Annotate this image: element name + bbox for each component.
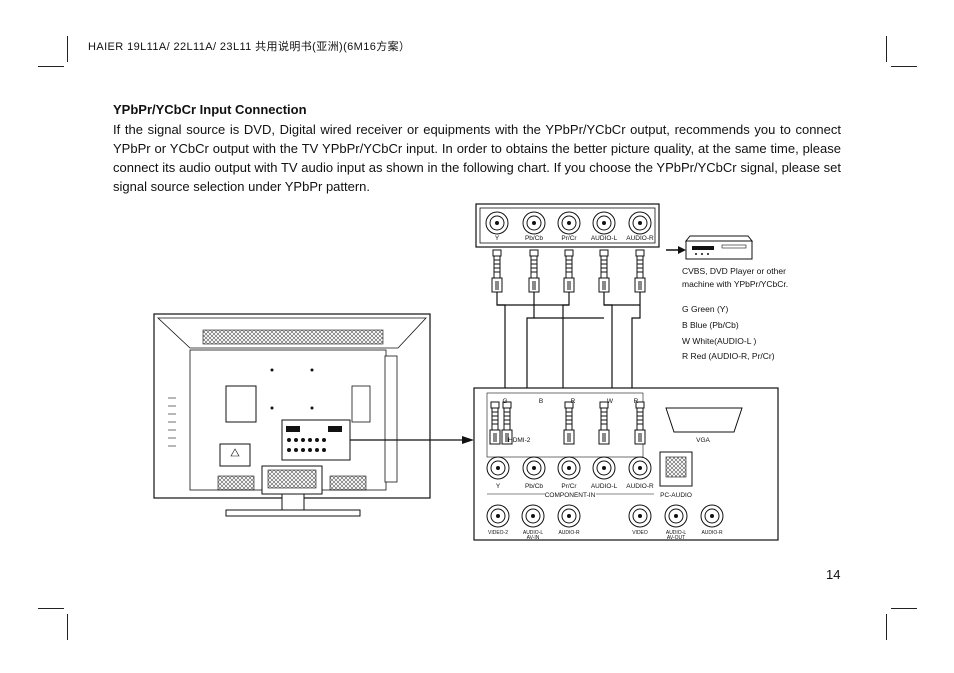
section-title: YPbPr/YCbCr Input Connection	[113, 102, 307, 117]
tv-av-out-l-jack	[664, 504, 688, 528]
component-group-label: COMPONENT-IN	[545, 492, 596, 499]
av-in-sub-label: AV-IN	[527, 535, 540, 541]
plug-icon	[634, 249, 646, 293]
dvd-caption: machine with YPbPr/YCbCr.	[682, 279, 788, 289]
legend-item: R Red (AUDIO-R, Pr/Cr)	[682, 351, 775, 361]
tv-pb-jack	[522, 456, 546, 480]
crop-mark	[886, 614, 887, 640]
dvd-player-icon	[666, 235, 754, 260]
legend-item: W White(AUDIO-L )	[682, 336, 756, 346]
plug-icon	[598, 249, 610, 293]
source-label: AUDIO-L	[591, 235, 618, 242]
section-body: If the signal source is DVD, Digital wir…	[113, 120, 841, 196]
av-in-label: AUDIO-L	[523, 530, 544, 536]
component-label: AUDIO-R	[626, 483, 654, 490]
component-label: Pr/Cr	[561, 483, 577, 490]
av-out-sub-label: AV-OUT	[667, 535, 685, 541]
source-audio-r-jack	[628, 211, 652, 235]
page-number: 14	[826, 567, 841, 582]
source-audio-l-jack	[592, 211, 616, 235]
source-label: Y	[495, 235, 500, 242]
plug-icon	[489, 401, 501, 445]
source-y-jack	[485, 211, 509, 235]
plug-mark: R	[571, 398, 576, 405]
av-out-label: AUDIO-R	[701, 530, 723, 536]
source-pr-jack	[557, 211, 581, 235]
source-label: Pb/Cb	[525, 235, 543, 242]
pc-audio-label: PC-AUDIO	[660, 492, 692, 499]
plug-icon	[563, 249, 575, 293]
cables	[496, 292, 641, 390]
crop-mark	[38, 66, 64, 67]
tv-input-panel: G B R W R HDMI-2 VGA Y Pb/Cb Pr/Cr AUDIO…	[473, 387, 779, 541]
tv-back-illustration	[153, 313, 474, 517]
component-label: Pb/Cb	[525, 483, 543, 490]
plug-mark: B	[539, 398, 543, 405]
plug-mark: G	[502, 398, 507, 405]
source-label: Pr/Cr	[561, 235, 577, 242]
instruction-paragraph: If the signal source is DVD, Digital wir…	[113, 122, 841, 194]
color-legend: G Green (Y) B Blue (Pb/Cb) W White(AUDIO…	[682, 304, 775, 361]
crop-mark	[67, 614, 68, 640]
component-label: Y	[496, 483, 501, 490]
plug-icon	[634, 401, 646, 445]
av-out-label: AUDIO-L	[666, 530, 687, 536]
tv-audio-l-jack	[592, 456, 616, 480]
tv-audio-r-jack	[628, 456, 652, 480]
plug-icon	[598, 401, 610, 445]
plug-mark: W	[607, 398, 614, 405]
dvd-caption: CVBS, DVD Player or other	[682, 266, 786, 276]
tv-av-in-l-jack	[521, 504, 545, 528]
crop-mark	[886, 36, 887, 62]
vga-label: VGA	[696, 437, 710, 444]
crop-mark	[67, 36, 68, 62]
source-pb-jack	[522, 211, 546, 235]
plug-icon	[563, 401, 575, 445]
tv-av-out-r-jack	[700, 504, 724, 528]
tv-y-jack	[486, 456, 510, 480]
source-output-panel: Y Pb/Cb Pr/Cr AUDIO-L AUDIO-R	[475, 203, 660, 248]
tv-av-in-r-jack	[557, 504, 581, 528]
av-in-label: VIDEO-2	[488, 530, 508, 536]
component-label: AUDIO-L	[591, 483, 618, 490]
plug-mark: R	[634, 398, 639, 405]
tv-video-out-jack	[628, 504, 652, 528]
av-out-label: VIDEO	[632, 530, 648, 536]
running-header: HAIER 19L11A/ 22L11A/ 23L11 共用说明书(亚洲)(6M…	[88, 41, 411, 53]
plug-icon	[491, 249, 503, 293]
source-label: AUDIO-R	[626, 235, 654, 242]
legend-item: B Blue (Pb/Cb)	[682, 320, 739, 330]
legend-item: G Green (Y)	[682, 304, 728, 314]
crop-mark	[891, 66, 917, 67]
crop-mark	[38, 608, 64, 609]
crop-mark	[891, 608, 917, 609]
hdmi-label: HDMI-2	[508, 437, 531, 444]
av-in-label: AUDIO-R	[558, 530, 580, 536]
source-plugs	[491, 249, 646, 293]
plug-icon	[528, 249, 540, 293]
tv-pr-jack	[557, 456, 581, 480]
tv-video2-jack	[486, 504, 510, 528]
